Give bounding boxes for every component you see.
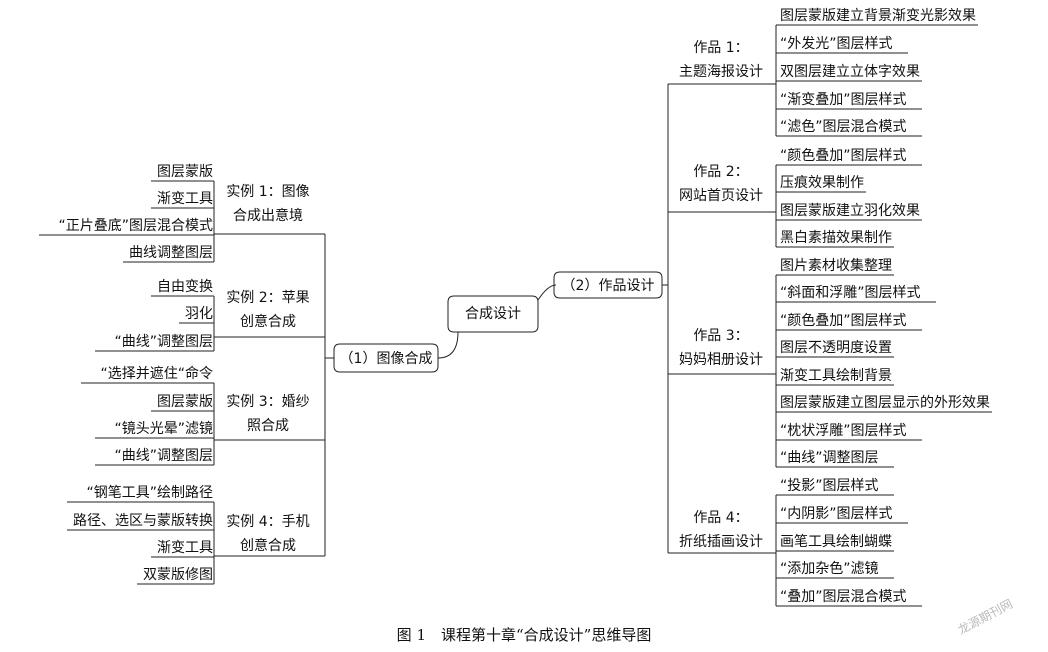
leaf-label: 画笔工具绘制蝴蝶 bbox=[780, 534, 892, 550]
leaf-label: “投影”图层样式 bbox=[780, 478, 879, 494]
example-title: 创意合成 bbox=[240, 537, 296, 554]
leaf-label: “斜面和浮雕”图层样式 bbox=[780, 285, 921, 301]
leaf-label: 路径、选区与蒙版转换 bbox=[73, 512, 213, 529]
leaf-label: “正片叠底”图层混合模式 bbox=[58, 218, 213, 234]
leaf-label: 压痕效果制作 bbox=[780, 175, 864, 191]
figure-caption: 图 1 课程第十章“合成设计”思维导图 bbox=[396, 626, 652, 644]
work-title: 作品 1： bbox=[693, 40, 748, 56]
leaf-label: 曲线调整图层 bbox=[129, 245, 213, 261]
leaf-label: “滤色”图层混合模式 bbox=[780, 118, 907, 135]
example-title: 照合成 bbox=[247, 418, 289, 434]
work-title: 主题海报设计 bbox=[679, 64, 763, 80]
leaf-label: 图层蒙版建立图层显示的外形效果 bbox=[780, 395, 990, 411]
leaf-label: “内阴影”图层样式 bbox=[780, 506, 893, 522]
example-title: 实例 3：婚纱 bbox=[226, 394, 309, 410]
center-box bbox=[447, 295, 539, 333]
leaf-label: 图层蒙版 bbox=[157, 164, 213, 180]
left-category-box bbox=[333, 343, 439, 373]
left-category-label: （1）图像合成 bbox=[340, 351, 433, 367]
leaf-label: 双图层建立立体字效果 bbox=[780, 64, 920, 80]
leaf-label: 图层蒙版建立羽化效果 bbox=[780, 203, 920, 219]
work-title: 网站首页设计 bbox=[679, 188, 763, 204]
leaf-label: 黑白素描效果制作 bbox=[780, 230, 892, 246]
connector bbox=[437, 331, 459, 359]
work-title: 作品 4： bbox=[693, 510, 748, 526]
leaf-label: “外发光”图层样式 bbox=[780, 36, 893, 52]
leaf-label: “叠加”图层混合模式 bbox=[780, 589, 907, 605]
work-title: 折纸插画设计 bbox=[679, 534, 763, 550]
leaf-label: 图片素材收集整理 bbox=[780, 257, 892, 274]
connector bbox=[537, 284, 557, 301]
leaf-label: “曲线”调整图层 bbox=[114, 334, 213, 350]
example-title: 实例 2：苹果 bbox=[226, 290, 309, 306]
leaf-label: “镜头光晕”滤镜 bbox=[114, 421, 213, 437]
center-label: 合成设计 bbox=[465, 306, 521, 322]
leaf-label: “选择并遮住“命令 bbox=[100, 365, 213, 382]
leaf-label: 图层不透明度设置 bbox=[780, 340, 892, 356]
example-title: 实例 4：手机 bbox=[226, 514, 309, 530]
right-category-label: （2）作品设计 bbox=[562, 278, 655, 294]
leaf-label: 图层蒙版建立背景渐变光影效果 bbox=[780, 8, 976, 24]
example-title: 合成出意境 bbox=[233, 207, 303, 224]
leaf-label: “钢笔工具”绘制路径 bbox=[86, 485, 213, 501]
leaf-label: 渐变工具绘制背景 bbox=[780, 368, 892, 384]
leaf-label: 羽化 bbox=[185, 306, 213, 322]
leaf-label: 图层蒙版 bbox=[157, 394, 213, 410]
leaf-label: “颜色叠加”图层样式 bbox=[780, 312, 907, 329]
leaf-label: “曲线”调整图层 bbox=[114, 448, 213, 464]
leaf-label: “添加杂色”滤镜 bbox=[780, 560, 879, 577]
leaf-label: 双蒙版修图 bbox=[143, 567, 213, 583]
leaf-label: “枕状浮雕”图层样式 bbox=[780, 423, 907, 439]
work-title: 作品 3： bbox=[693, 328, 748, 344]
example-title: 实例 1：图像 bbox=[226, 184, 309, 200]
leaf-label: 渐变工具 bbox=[157, 191, 213, 207]
leaf-label: “曲线”调整图层 bbox=[780, 450, 879, 466]
leaf-label: “渐变叠加”图层样式 bbox=[780, 92, 907, 108]
example-title: 创意合成 bbox=[240, 313, 296, 330]
leaf-label: 渐变工具 bbox=[157, 540, 213, 556]
right-category-box bbox=[553, 271, 663, 299]
leaf-label: 自由变换 bbox=[157, 278, 213, 295]
leaf-label: “颜色叠加”图层样式 bbox=[780, 147, 907, 164]
work-title: 作品 2： bbox=[693, 164, 748, 180]
work-title: 妈妈相册设计 bbox=[679, 352, 763, 368]
